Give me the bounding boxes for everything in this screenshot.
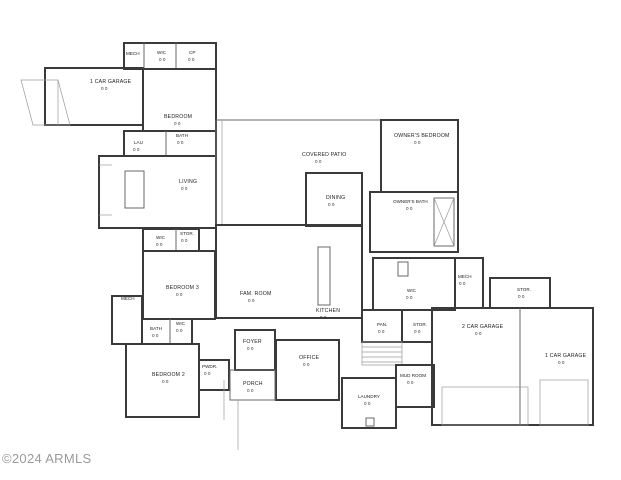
room-label-wic-top: WIC xyxy=(157,50,167,55)
room-dim-living: 0 0 xyxy=(181,186,188,191)
room-label-bath-south: BATH xyxy=(150,326,162,331)
room-label-bedroom-2: BEDROOM 2 xyxy=(152,372,185,378)
room-label-laundry-west: LAU xyxy=(134,140,143,145)
room-label-mud-room: MUD ROOM xyxy=(400,373,426,378)
room-label-laundry: LAUNDRY xyxy=(358,394,380,399)
room-dim-wic-top: 0 0 xyxy=(159,57,166,62)
room-label-bedroom-3: BEDROOM 3 xyxy=(166,285,199,291)
room-label-one-car-garage-west: 1 CAR GARAGE xyxy=(90,79,132,85)
room-label-stor-east: STOR. xyxy=(517,287,531,292)
copyright-watermark: ©2024 ARMLS xyxy=(2,451,92,466)
room-label-stor-south: STOR. xyxy=(413,322,427,327)
room-label-pwdr: PWDR. xyxy=(202,364,217,369)
room-label-bath-west: BATH xyxy=(176,133,188,138)
room-label-cp: CP xyxy=(189,50,195,55)
room-dim-bedroom-2: 0 0 xyxy=(162,379,169,384)
room-label-porch: PORCH xyxy=(243,381,263,387)
room-dim-two-car-garage: 0 0 xyxy=(475,331,482,336)
room-dim-owners-bath: 0 0 xyxy=(406,206,413,211)
room-dim-covered-patio: 0 0 xyxy=(315,159,322,164)
room-dim-wic-mid: 0 0 xyxy=(156,242,163,247)
room-label-mech-top: MECH xyxy=(126,51,140,56)
room-dim-bath-west: 0 0 xyxy=(177,140,184,145)
room-dim-pwdr: 0 0 xyxy=(204,371,211,376)
room-dim-bath-south: 0 0 xyxy=(152,333,159,338)
room-label-owners-bath: OWNER'S BATH xyxy=(393,199,428,204)
room-label-two-car-garage: 2 CAR GARAGE xyxy=(462,324,504,330)
room-label-wic-south: WIC xyxy=(176,321,186,326)
room-dim-kitchen: 0 0 xyxy=(320,315,327,320)
room-label-foyer: FOYER xyxy=(243,339,262,345)
room-dim-stor-mid: 0 0 xyxy=(181,238,188,243)
room-label-dining: DINING xyxy=(326,195,345,201)
room-dim-laundry: 0 0 xyxy=(364,401,371,406)
room-label-wic-mid: WIC xyxy=(156,235,166,240)
room-label-wic-owner: WIC xyxy=(407,288,417,293)
room-label-stor-mid: STOR. xyxy=(180,231,194,236)
room-label-covered-patio: COVERED PATIO xyxy=(302,152,347,158)
room-dim-one-car-garage-west: 0 0 xyxy=(101,86,108,91)
room-label-mech-east: MECH xyxy=(458,274,472,279)
room-label-one-car-garage-east: 1 CAR GARAGE xyxy=(545,353,587,359)
room-label-mech-south: MECH xyxy=(121,296,135,301)
room-dim-mech-east: 0 0 xyxy=(459,281,466,286)
room-dim-stor-east: 0 0 xyxy=(518,294,525,299)
room-label-bedroom-west: BEDROOM xyxy=(164,114,192,120)
room-dim-bedroom-west: 0 0 xyxy=(174,121,181,126)
room-dim-stor-south: 0 0 xyxy=(414,329,421,334)
room-dim-cp: 0 0 xyxy=(188,57,195,62)
room-label-fam-room: FAM. ROOM xyxy=(240,291,271,297)
room-dim-dining: 0 0 xyxy=(328,202,335,207)
room-dim-fam-room: 0 0 xyxy=(248,298,255,303)
floor-plan-walls xyxy=(20,42,594,450)
room-dim-wic-owner: 0 0 xyxy=(406,295,413,300)
room-dim-wic-south: 0 0 xyxy=(176,328,183,333)
room-dim-bedroom-3: 0 0 xyxy=(176,292,183,297)
room-label-pan: PAN. xyxy=(377,322,387,327)
room-label-office: OFFICE xyxy=(299,355,320,361)
room-labels: 1 CAR GARAGE 0 0 MECH WIC 0 0 CP 0 0 BED… xyxy=(90,50,587,406)
room-dim-foyer: 0 0 xyxy=(247,346,254,351)
room-dim-pan: 0 0 xyxy=(378,329,385,334)
room-dim-porch: 0 0 xyxy=(247,388,254,393)
room-dim-mud-room: 0 0 xyxy=(407,380,414,385)
room-dim-one-car-garage-east: 0 0 xyxy=(558,360,565,365)
room-dim-owners-bedroom: 0 0 xyxy=(414,140,421,145)
room-label-living: LIVING xyxy=(179,179,197,185)
room-label-owners-bedroom: OWNER'S BEDROOM xyxy=(394,133,450,139)
room-dim-office: 0 0 xyxy=(303,362,310,367)
room-dim-laundry-west: 0 0 xyxy=(133,147,140,152)
room-label-kitchen: KITCHEN xyxy=(316,308,340,314)
